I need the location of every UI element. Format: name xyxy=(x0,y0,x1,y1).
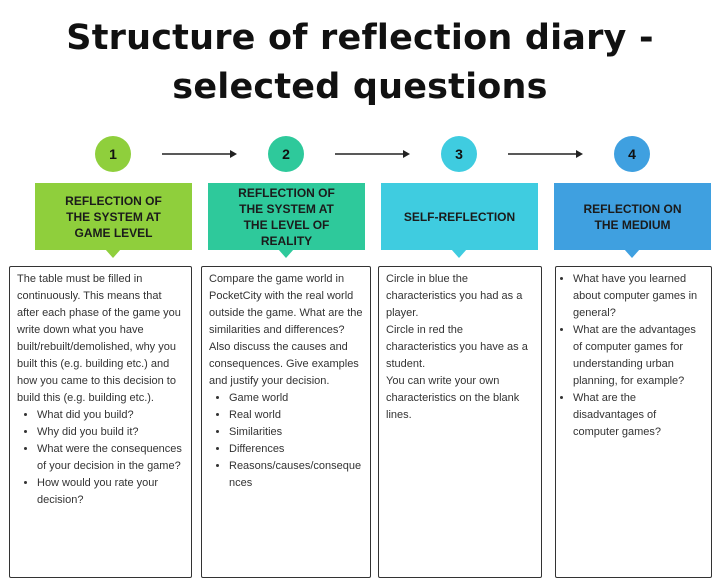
list-item: Real world xyxy=(229,407,364,424)
column-header-label: REFLECTION OF THE SYSTEM AT THE LEVEL OF… xyxy=(238,185,335,248)
column-header-label: REFLECTION ON THE MEDIUM xyxy=(583,201,682,232)
header-pointer xyxy=(624,249,640,258)
step-number-4: 4 xyxy=(614,136,650,172)
bullet-list: What have you learned about computer gam… xyxy=(563,271,705,441)
list-item: Why did you build it? xyxy=(37,424,185,441)
list-item: What were the consequences of your decis… xyxy=(37,441,185,475)
arrow-right-icon xyxy=(508,150,583,158)
list-item: How would you rate your decision? xyxy=(37,475,185,509)
step-number-1: 1 xyxy=(95,136,131,172)
list-item: What have you learned about computer gam… xyxy=(573,271,705,322)
bullet-list: What did you build? Why did you build it… xyxy=(17,407,185,509)
list-item: What are the advantages of computer game… xyxy=(573,322,705,390)
column-body-reality-level: Compare the game world in PocketCity wit… xyxy=(201,266,371,578)
header-pointer xyxy=(451,249,467,258)
header-pointer xyxy=(105,249,121,258)
body-paragraph: You can write your own characteristics o… xyxy=(386,375,520,421)
step-number-3: 3 xyxy=(441,136,477,172)
list-item: Game world xyxy=(229,390,364,407)
list-item: What did you build? xyxy=(37,407,185,424)
body-paragraph: Circle in blue the characteristics you h… xyxy=(386,273,523,319)
column-body-medium: What have you learned about computer gam… xyxy=(555,266,712,578)
title-line-2: selected questions xyxy=(172,67,548,107)
body-paragraph: Circle in red the characteristics you ha… xyxy=(386,324,528,370)
bullet-list: Game world Real world Similarities Diffe… xyxy=(209,390,364,492)
list-item: What are the disadvantages of computer g… xyxy=(573,390,705,441)
body-paragraph: The table must be filled in continuously… xyxy=(17,273,181,404)
arrow-right-icon xyxy=(335,150,410,158)
step-number-2: 2 xyxy=(268,136,304,172)
body-paragraph: Compare the game world in PocketCity wit… xyxy=(209,273,363,387)
list-item: Similarities xyxy=(229,424,364,441)
title-line-1: Structure of reflection diary - xyxy=(66,18,654,58)
column-header-label: SELF-REFLECTION xyxy=(403,209,516,224)
column-body-game-level: The table must be filled in continuously… xyxy=(9,266,192,578)
arrow-right-icon xyxy=(162,150,237,158)
list-item: Reasons/causes/consequences xyxy=(229,458,364,492)
column-header-medium: REFLECTION ON THE MEDIUM xyxy=(554,183,711,250)
column-header-reality-level: REFLECTION OF THE SYSTEM AT THE LEVEL OF… xyxy=(208,183,365,250)
header-pointer xyxy=(278,249,294,258)
column-header-game-level: REFLECTION OF THE SYSTEM AT GAME LEVEL xyxy=(35,183,192,250)
list-item: Differences xyxy=(229,441,364,458)
column-header-self-reflection: SELF-REFLECTION xyxy=(381,183,538,250)
column-body-self-reflection: Circle in blue the characteristics you h… xyxy=(378,266,542,578)
page-title: Structure of reflection diary - selected… xyxy=(0,14,720,112)
column-header-label: REFLECTION OF THE SYSTEM AT GAME LEVEL xyxy=(65,193,162,240)
